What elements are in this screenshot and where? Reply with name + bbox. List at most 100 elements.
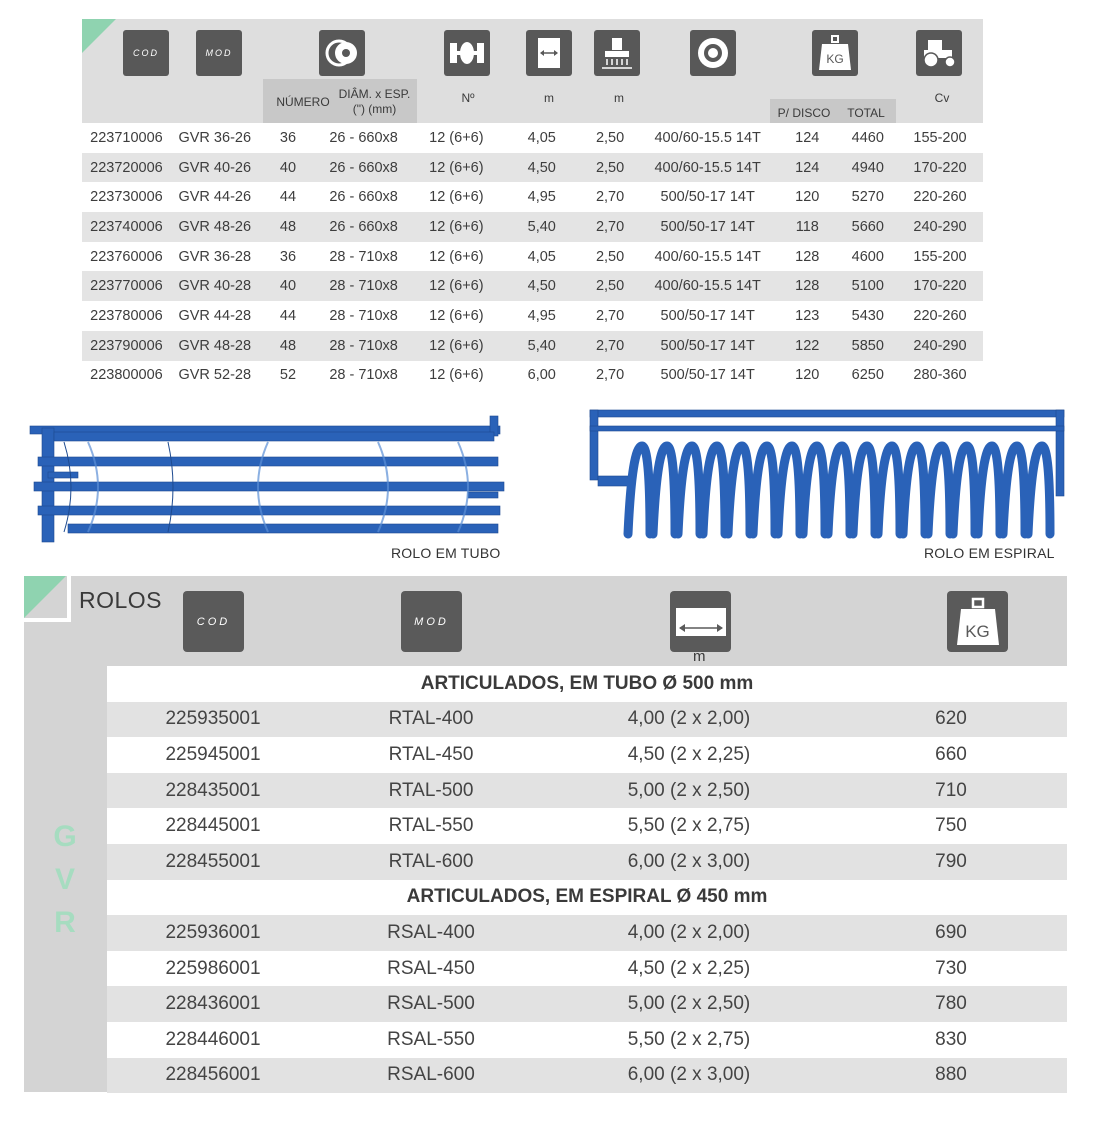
table-cell: 500/50-17 14T [660, 337, 755, 354]
table-cell: 12 (6+6) [429, 367, 484, 384]
mod-badge-text: MOD [414, 615, 449, 628]
table-cell: 228456001 [165, 1064, 261, 1086]
table-cell: 223780006 [90, 307, 163, 324]
table-cell: 12 (6+6) [429, 218, 484, 235]
table-cell: 2,70 [595, 189, 625, 206]
table-cell: 220-260 [913, 307, 967, 324]
table-cell: 400/60-15.5 14T [654, 129, 761, 146]
table-cell: 223760006 [90, 248, 163, 265]
header-diam: DIÂM. x ESP. [338, 87, 411, 101]
table-cell: 12 (6+6) [429, 248, 484, 265]
table-cell: 500/50-17 14T [660, 367, 755, 384]
table-cell: 225945001 [165, 743, 261, 765]
table-cell: 4,00 (2 x 2,00) [627, 708, 751, 730]
table-cell: RSAL-600 [387, 1064, 475, 1086]
table-cell: GVR 36-26 [178, 129, 252, 146]
corner-triangle-icon [24, 576, 66, 618]
table-cell: 4,95 [527, 189, 556, 206]
spiral-coil [648, 441, 680, 539]
table-cell: 223770006 [90, 278, 163, 295]
table-cell: 6,00 (2 x 3,00) [627, 850, 751, 872]
rolo-tubo-caption: ROLO EM TUBO [391, 545, 501, 561]
mod-badge-text: MOD [205, 48, 233, 58]
table-cell: 4,00 (2 x 2,00) [627, 921, 751, 943]
table-cell: 4600 [851, 248, 884, 265]
table-cell: 660 [935, 743, 967, 765]
weight-icon: KG [812, 30, 858, 76]
table-cell: 2,50 [595, 248, 625, 265]
table-cell: RSAL-450 [387, 957, 475, 979]
spiral-coil [623, 441, 655, 539]
table-cell: RTAL-500 [388, 779, 474, 801]
table-cell: 750 [935, 815, 967, 837]
table-cell: 5,00 (2 x 2,50) [627, 779, 751, 801]
kg-badge-text: KG [826, 52, 844, 66]
table-cell: 225936001 [165, 921, 261, 943]
spiral-coil [998, 441, 1030, 539]
table-cell: 118 [795, 218, 819, 235]
table-cell: 5100 [851, 278, 884, 295]
cod-badge-text: COD [133, 48, 159, 58]
table-cell: 2,50 [595, 278, 625, 295]
table-cell: 12 (6+6) [429, 278, 484, 295]
table-cell: 730 [935, 957, 967, 979]
table-cell: 223720006 [90, 159, 163, 176]
header-transport-m: m [614, 91, 624, 105]
table-cell: 228446001 [165, 1028, 261, 1050]
table-cell: 5,00 (2 x 2,50) [627, 993, 751, 1015]
table-cell: GVR 40-26 [178, 159, 252, 176]
corner-divider [24, 618, 67, 622]
spiral-coil [798, 441, 830, 539]
table-cell: 5,40 [527, 337, 556, 354]
table-cell: 26 - 660x8 [329, 189, 398, 206]
table-cell: 124 [795, 159, 820, 176]
table-cell: 2,70 [595, 218, 625, 235]
width-unit-label: m [693, 648, 706, 665]
rolos-title: ROLOS [79, 587, 163, 613]
table-cell: 400/60-15.5 14T [654, 248, 761, 265]
header-width-m: m [544, 91, 554, 105]
table-cell: 6,00 [527, 367, 556, 384]
table-cell: RSAL-500 [387, 993, 475, 1015]
rolos-table: ROLOS COD MOD m KG G V R ARTICULADOS, EM… [24, 576, 1067, 1094]
table-cell: 12 (6+6) [429, 129, 484, 146]
spiral-coil [698, 441, 730, 539]
table-cell: 880 [935, 1064, 967, 1086]
table-cell: 155-200 [913, 129, 967, 146]
rolo-tubo-image [29, 415, 505, 543]
table-cell: 26 - 660x8 [329, 218, 398, 235]
table-cell: 220-260 [913, 189, 967, 206]
rolo-espiral-image [589, 409, 1065, 539]
section-heading: ARTICULADOS, EM ESPIRAL Ø 450 mm [107, 879, 1067, 916]
table-cell: 12 (6+6) [429, 307, 484, 324]
table-cell: 48 [279, 218, 297, 235]
table-cell: 155-200 [913, 248, 967, 265]
table-cell: 280-360 [913, 367, 967, 384]
table-cell: 4,50 (2 x 2,25) [627, 957, 751, 979]
header-cv: Cv [934, 91, 950, 105]
weight-icon: KG [947, 591, 1008, 652]
spiral-coil [923, 441, 955, 539]
table-cell: 28 - 710x8 [329, 278, 398, 295]
table-cell: GVR 48-26 [178, 218, 252, 235]
table-cell: 128 [795, 278, 820, 295]
table-cell: 2,50 [595, 129, 625, 146]
table-cell: 4,50 [527, 278, 556, 295]
disc-band [263, 79, 417, 123]
table-cell: GVR 48-28 [178, 337, 252, 354]
table-cell: 2,50 [595, 159, 625, 176]
mod-badge-icon: MOD [401, 591, 462, 652]
table-cell: 128 [795, 248, 820, 265]
